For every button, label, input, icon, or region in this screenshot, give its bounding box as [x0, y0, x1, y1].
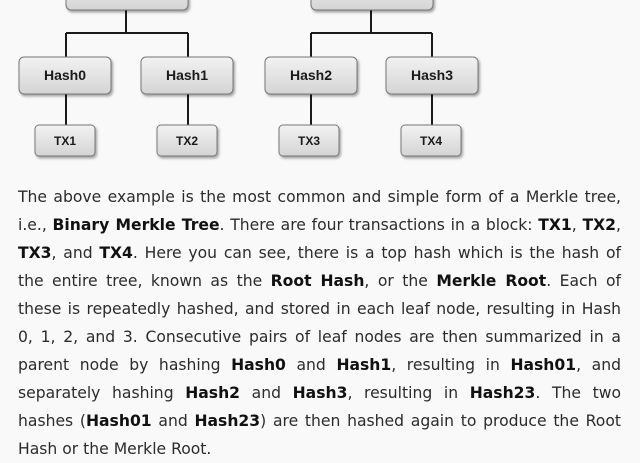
- term-merkle-root: Merkle Root: [436, 272, 547, 290]
- tree-connectors: [65, 10, 433, 125]
- term-hash1: Hash1: [336, 356, 392, 374]
- tx-node-1: TX1: [34, 124, 96, 157]
- parent-node-01: [65, 0, 189, 11]
- svg-text:Hash3: Hash3: [411, 67, 453, 83]
- tx-node-2: TX2: [156, 124, 218, 157]
- term-tx4: TX4: [99, 244, 133, 262]
- svg-text:TX4: TX4: [420, 134, 442, 148]
- hash-node-0: Hash0: [18, 56, 112, 95]
- hash-node-3: Hash3: [385, 56, 479, 95]
- term-root-hash: Root Hash: [270, 272, 365, 290]
- term-hash01: Hash01: [85, 412, 152, 430]
- term-hash0: Hash0: [231, 356, 286, 374]
- term-binary-merkle-tree: Binary Merkle Tree: [52, 216, 220, 234]
- hash-node-1: Hash1: [140, 56, 234, 95]
- tx-node-3: TX3: [278, 124, 340, 157]
- svg-text:Hash1: Hash1: [166, 67, 208, 83]
- hash-node-2: Hash2: [264, 56, 358, 95]
- term-hash23: Hash23: [194, 412, 261, 430]
- term-hash2: Hash2: [185, 384, 241, 402]
- term-tx3: TX3: [18, 244, 52, 262]
- term-tx1: TX1: [538, 216, 572, 234]
- parent-node-23: [310, 0, 434, 11]
- term-hash3: Hash3: [292, 384, 348, 402]
- term-hash01: Hash01: [510, 356, 577, 374]
- svg-text:Hash2: Hash2: [290, 67, 332, 83]
- term-tx2: TX2: [582, 216, 616, 234]
- svg-text:TX3: TX3: [298, 134, 320, 148]
- svg-text:TX2: TX2: [176, 134, 198, 148]
- term-hash23: Hash23: [469, 384, 536, 402]
- tx-node-4: TX4: [400, 124, 462, 157]
- merkle-tree-diagram: Hash0 Hash1 Hash2 Hash3 TX1 TX2 TX3 TX4: [18, 0, 479, 157]
- svg-text:Hash0: Hash0: [44, 67, 86, 83]
- explanation-paragraph: The above example is the most common and…: [18, 188, 622, 458]
- svg-text:TX1: TX1: [54, 134, 76, 148]
